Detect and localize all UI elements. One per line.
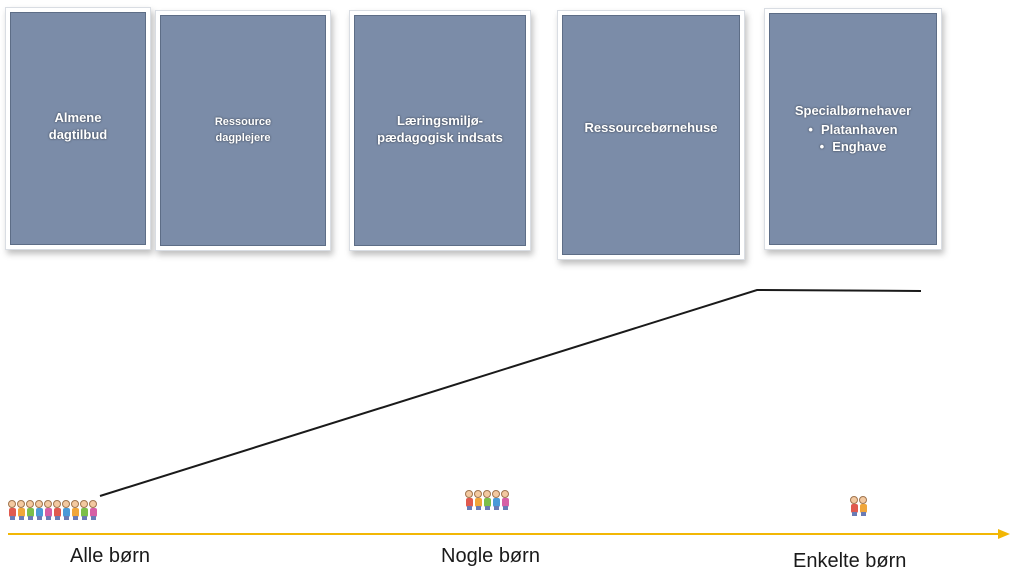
child-figure-icon [850, 496, 858, 516]
box-specialbornehaver-title: Specialbørnehaver [794, 103, 912, 118]
child-figure-icon [465, 490, 473, 510]
child-figure-icon [71, 500, 79, 520]
children-group-some-icon [465, 490, 509, 510]
box-almene-dagtilbud: Almene dagtilbud [6, 8, 150, 249]
box-ressource-dagplejere-label: Ressource dagplejere [214, 116, 272, 144]
box-ressourcebornehuse-label: Ressourcebørnehuse [584, 120, 718, 135]
child-figure-icon [8, 500, 16, 520]
axis-label-nogle-born: Nogle børn [441, 545, 540, 567]
box-specialbornehaver: Specialbørnehaver Platanhaven Enghave [765, 9, 941, 249]
box-laeringsmiljo-label: Læringsmiljø-pædagogisk indsats [377, 113, 503, 145]
child-figure-icon [26, 500, 34, 520]
child-figure-icon [53, 500, 61, 520]
box-ressourcebornehuse: Ressourcebørnehuse [558, 11, 744, 259]
axis-arrowhead [998, 529, 1010, 539]
child-figure-icon [80, 500, 88, 520]
child-figure-icon [501, 490, 509, 510]
box-specialbornehaver-list: Platanhaven Enghave [808, 121, 898, 155]
child-figure-icon [474, 490, 482, 510]
child-figure-icon [44, 500, 52, 520]
axis-label-alle-born: Alle børn [70, 545, 151, 567]
box-laeringsmiljo: Læringsmiljø-pædagogisk indsats [350, 11, 530, 250]
children-group-few-icon [850, 496, 867, 516]
axis-label-enkelte-born: Enkelte børn [793, 550, 907, 572]
child-figure-icon [859, 496, 867, 516]
list-item: Platanhaven [808, 121, 898, 138]
child-figure-icon [17, 500, 25, 520]
box-ressource-dagplejere: Ressource dagplejere [156, 11, 330, 250]
child-figure-icon [483, 490, 491, 510]
child-figure-icon [89, 500, 97, 520]
list-item: Enghave [808, 138, 897, 155]
child-figure-icon [62, 500, 70, 520]
escalation-line [99, 288, 922, 497]
child-figure-icon [35, 500, 43, 520]
box-almene-dagtilbud-label: Almene dagtilbud [48, 110, 108, 142]
children-group-all-icon [8, 500, 97, 520]
child-figure-icon [492, 490, 500, 510]
